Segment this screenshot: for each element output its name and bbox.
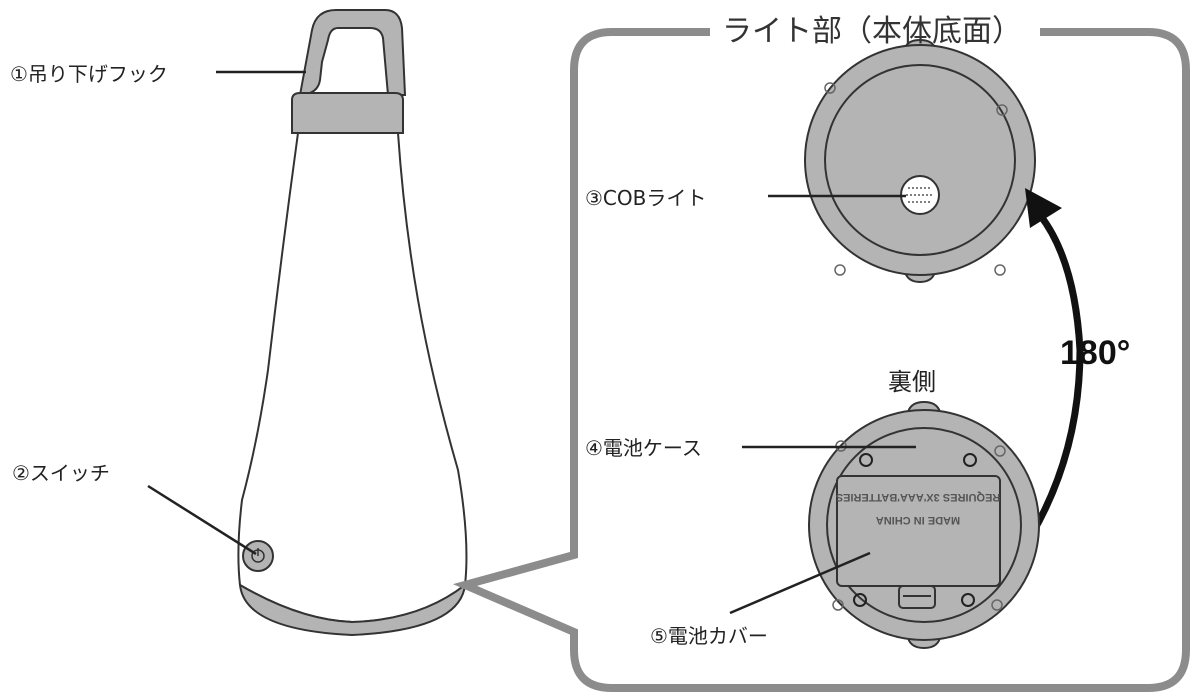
cover-text-requires-batteries: REQUIRES 3X'AAA'BATTERIES [836,491,1001,503]
arrow-head-icon [1025,188,1062,228]
label-rotation: 180° [1060,334,1131,372]
hook-cap [291,92,404,134]
lantern-body [237,9,468,637]
hanging-hook [298,9,407,97]
light-unit-back [808,400,1040,650]
label-battery-case: ④電池ケース [585,436,702,460]
light-unit-top [804,38,1036,284]
label-back-side: 裏側 [888,368,936,396]
battery-cover-leader-line [729,551,871,615]
label-cob-light: ③COBライト [585,186,707,210]
section-title: ライト部（本体底面） [722,14,1022,49]
rotation-arrow [1009,212,1084,568]
switch-leader-line [147,484,257,556]
cover-text-made-in-china: MADE IN CHINA [876,514,960,526]
callout-frame [452,28,1190,692]
label-battery-cover: ⑤電池カバー [650,624,768,648]
label-hook: ①吊り下げフック [10,62,168,86]
label-switch: ②スイッチ [12,461,110,485]
